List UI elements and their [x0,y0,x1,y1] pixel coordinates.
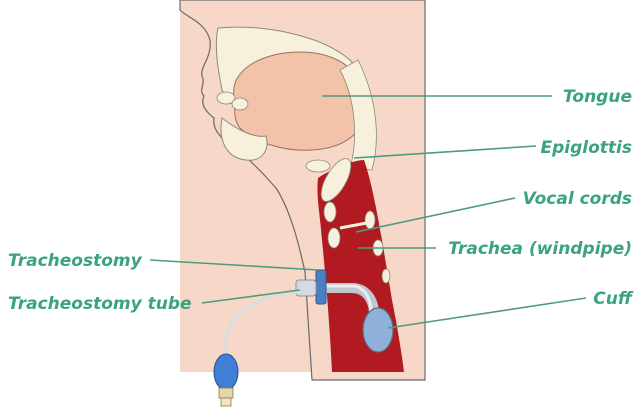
upper-teeth [216,91,236,105]
label-tracheostomy-tube: Tracheostomy tube [8,294,192,314]
vocal-cords [339,220,373,230]
cartilage-2 [323,201,337,223]
leader-cuff [387,297,587,329]
epiglottis-shape [320,158,352,202]
leader-vocal-cords [355,197,516,233]
jaw [220,117,268,161]
pilot-valve [218,387,234,399]
pilot-cap [220,397,232,407]
label-cuff: Cuff [593,289,634,309]
cartilage-1 [305,159,331,173]
cartilage-4 [364,210,376,230]
label-trachea: Trachea (windpipe) [448,239,632,259]
leader-tracheostomy [149,259,319,271]
pilot-line [224,290,301,356]
pilot-balloon [213,353,239,391]
label-tongue: Tongue [563,87,632,107]
tube-connector [295,279,317,297]
label-epiglottis: Epiglottis [541,138,632,158]
leader-epiglottis [353,145,537,159]
cartilage-3 [327,227,341,249]
lower-teeth [231,97,249,111]
label-vocal-cords: Vocal cords [523,189,632,209]
cartilage-6 [381,268,391,284]
tube-flange [315,269,327,305]
label-tracheostomy: Tracheostomy [8,251,143,271]
leader-tracheostomy-tube [201,289,301,304]
cuff [362,307,394,353]
